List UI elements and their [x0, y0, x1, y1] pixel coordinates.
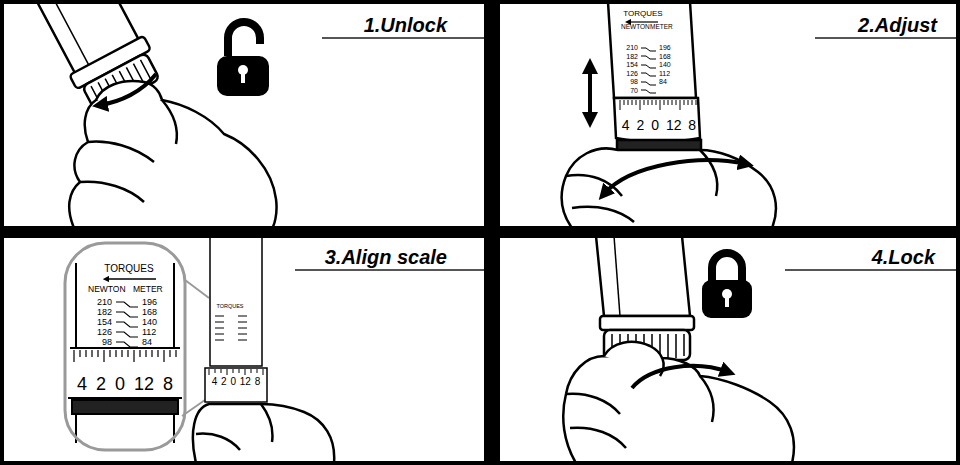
scale-label: TORQUES — [623, 10, 662, 18]
magnifier-outline — [65, 243, 185, 450]
unlock-illustration — [4, 4, 484, 226]
step-title: 4.Lock — [872, 247, 935, 267]
drawing-part — [72, 400, 178, 414]
dial-ticks — [74, 350, 176, 362]
up-down-arrow — [588, 66, 592, 120]
scale-ticks — [116, 302, 138, 347]
drawing-part — [563, 356, 794, 461]
scale-label: 168 — [659, 53, 671, 60]
step-title: 3.Align scale — [325, 247, 447, 267]
scale-label: 4 2 0 12 8 — [212, 377, 260, 387]
step-panel: 3.Align scale — [4, 238, 484, 461]
scale-label: 126 — [97, 328, 112, 337]
scale-ticks — [641, 48, 656, 93]
step-title: 1.Unlock — [364, 15, 447, 35]
drawing-part — [712, 253, 742, 282]
scale-label: 126 — [626, 70, 638, 77]
drawing-part — [600, 316, 694, 330]
scale-label: 4 2 0 12 8 — [77, 375, 173, 393]
lock-illustration — [500, 238, 956, 461]
drawing-part — [193, 404, 334, 461]
step-title: 2.Adjust — [858, 15, 937, 35]
scale-label: 196 — [142, 298, 157, 307]
align-illustration — [4, 238, 484, 461]
drawing-part — [210, 238, 262, 366]
title-rule — [785, 269, 956, 271]
scale-label: 140 — [142, 318, 157, 327]
drawing-part — [614, 238, 620, 316]
direction-arrow — [106, 278, 156, 279]
adjust-illustration — [500, 4, 956, 226]
drawing-part — [196, 404, 273, 450]
hand — [193, 404, 334, 461]
scale-label: 70 — [630, 87, 638, 94]
scale-label: 182 — [97, 308, 112, 317]
drawing-part — [68, 348, 182, 398]
scale-label: METER — [133, 285, 163, 294]
scale-label: 168 — [142, 308, 157, 317]
scale-label: 210 — [626, 44, 638, 51]
scale-label: 140 — [659, 61, 671, 68]
drawing-part — [76, 263, 174, 348]
scale-label: NEWTON — [621, 24, 650, 31]
drawing-part — [228, 22, 260, 56]
scale-label: 196 — [659, 44, 671, 51]
scale-label: 154 — [626, 61, 638, 68]
drawing-part — [562, 148, 776, 226]
step-panel: 4.Lock — [500, 238, 956, 461]
drawing-part — [69, 92, 276, 226]
scale-label: TORQUES — [216, 304, 243, 310]
scale-label: TORQUES — [104, 264, 153, 274]
scale-label: NEWTON — [88, 285, 126, 294]
wrench-handle — [14, 4, 165, 116]
scale-label: 154 — [97, 318, 112, 327]
title-rule — [815, 37, 956, 39]
title-rule — [295, 269, 484, 271]
scale-label: 84 — [659, 78, 667, 85]
direction-arrow — [628, 21, 658, 22]
step-panel: 2.Adjust — [500, 4, 956, 226]
wrench-handle — [608, 4, 701, 152]
scale-label: 4 2 0 12 8 — [622, 118, 696, 132]
drawing-part — [614, 98, 700, 142]
scale-label: 98 — [630, 78, 638, 85]
drawing-part — [76, 414, 174, 443]
small-wrench — [205, 238, 267, 402]
zoomed-scale — [68, 263, 182, 443]
drawing-part — [205, 368, 267, 402]
hand — [562, 148, 776, 226]
scale-label: 98 — [102, 338, 112, 347]
dial-ticks — [620, 100, 696, 110]
turn-arrow — [604, 160, 746, 194]
scale-label: 210 — [97, 298, 112, 307]
turn-arrow — [100, 74, 156, 105]
scale-label: METER — [650, 24, 673, 31]
drawing-part — [566, 376, 714, 448]
drawing-part — [608, 4, 696, 98]
drawing-part — [215, 316, 247, 340]
open-padlock — [217, 22, 269, 96]
turn-arrow — [632, 366, 728, 388]
scale-label: 112 — [659, 70, 670, 77]
drawing-part — [725, 294, 729, 307]
drawing-part — [80, 100, 177, 202]
drawing-part — [185, 280, 209, 298]
title-rule — [322, 37, 484, 39]
scale-label: 84 — [142, 338, 152, 347]
drawing-part — [241, 70, 245, 83]
closed-padlock — [702, 253, 752, 318]
scale-label: 112 — [142, 328, 156, 337]
step-panel: 1.Unlock — [4, 4, 484, 226]
drawing-part — [33, 4, 88, 65]
drawing-part — [209, 369, 263, 375]
hand — [69, 81, 276, 226]
drawing-part — [702, 280, 752, 318]
wrench-handle — [596, 238, 694, 360]
scale-label: 182 — [626, 53, 638, 60]
drawing-part — [217, 56, 269, 96]
drawing-part — [596, 238, 690, 316]
hand — [563, 342, 794, 461]
